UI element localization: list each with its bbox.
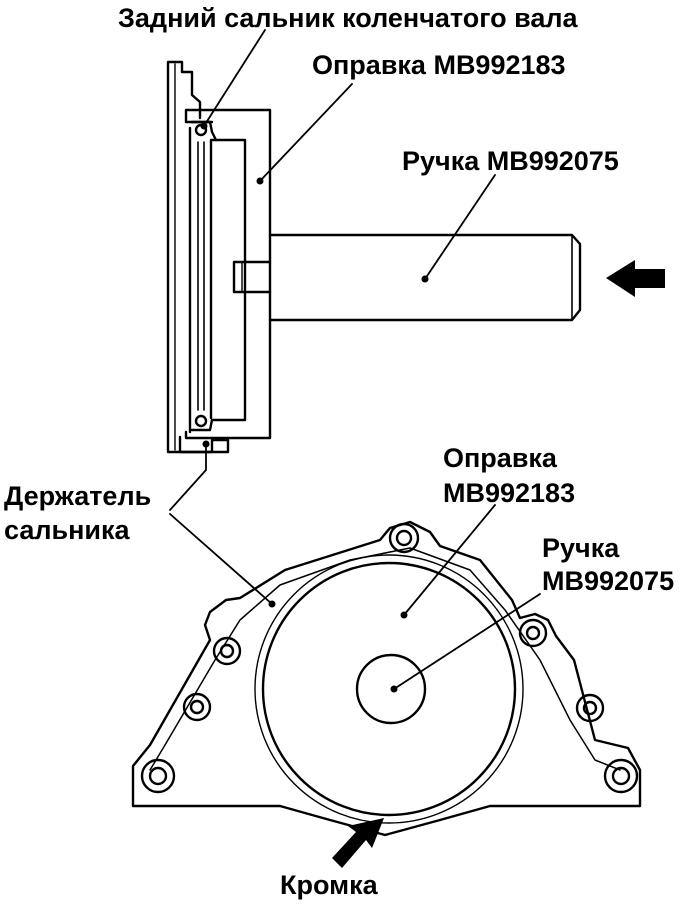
side-view-assembly	[166, 60, 665, 454]
edge-arrow-icon	[332, 818, 384, 868]
label-handle-top: Ручка MB992075	[402, 146, 619, 176]
oil-seal	[188, 120, 218, 434]
seal-holder-ring	[254, 554, 524, 824]
label-seal-holder-line2: сальника	[4, 515, 130, 545]
mandrel-inner-recess	[210, 138, 247, 422]
bolt-bosses	[140, 522, 639, 794]
front-view-housing	[131, 520, 642, 868]
handle-front	[355, 653, 427, 725]
seal-holder	[178, 435, 230, 454]
label-handle-bottom-line1: Ручка	[542, 533, 620, 563]
label-mandrel-top: Оправка MB992183	[312, 50, 566, 80]
label-mandrel-bottom-line1: Оправка	[443, 443, 557, 473]
housing-inner-rim	[149, 547, 621, 771]
label-seal-holder-line1: Держатель	[4, 481, 152, 511]
leader-dots	[200, 122, 429, 693]
mandrel-side	[184, 108, 272, 440]
handle-side	[268, 233, 582, 322]
leader-lines	[169, 29, 541, 690]
label-mandrel-bottom-line2: MB992183	[443, 478, 576, 508]
push-arrow-icon	[606, 260, 665, 297]
housing-outline	[131, 520, 642, 837]
label-rear-crankshaft-seal: Задний сальник коленчатого вала	[118, 3, 578, 33]
mandrel-front	[261, 561, 517, 817]
label-edge: Кромка	[280, 870, 378, 900]
handle-stub	[232, 260, 272, 294]
label-handle-bottom-line2: MB992075	[542, 566, 675, 596]
